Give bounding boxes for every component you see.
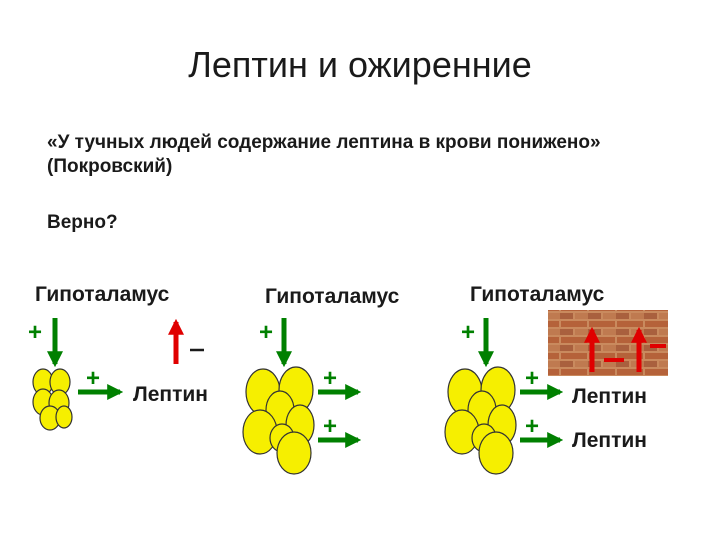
adipocyte-cluster-large: [444, 366, 517, 475]
leptin-label: Лептин: [572, 385, 647, 408]
quote-text: «У тучных людей содержание лептина в кро…: [47, 132, 601, 177]
leptin-label: Лептин: [133, 383, 208, 406]
panel-2: Гипоталамус + + +: [242, 285, 400, 475]
plus-sign: +: [525, 413, 539, 440]
hypothalamus-label: Гипоталамус: [35, 283, 170, 306]
hypothalamus-label: Гипоталамус: [470, 283, 605, 306]
leptin-label: Лептин: [572, 429, 647, 452]
plus-sign: +: [461, 319, 475, 346]
panel-3: Гипоталамус + + Лептин + Лептин: [444, 283, 668, 475]
slide-title: Лептин и ожиренние: [188, 44, 532, 85]
brick-wall-image: [548, 310, 668, 376]
panel-1: Гипоталамус + + Лептин: [28, 283, 208, 431]
plus-sign: +: [525, 365, 539, 392]
adipocyte-cluster-large: [242, 366, 315, 475]
adipocyte-cluster-small: [32, 368, 73, 431]
question-text: Верно?: [47, 212, 118, 233]
plus-sign: +: [86, 365, 100, 392]
plus-sign: +: [259, 319, 273, 346]
plus-sign: +: [323, 413, 337, 440]
plus-sign: +: [323, 365, 337, 392]
hypothalamus-label: Гипоталамус: [265, 285, 400, 308]
plus-sign: +: [28, 319, 42, 346]
